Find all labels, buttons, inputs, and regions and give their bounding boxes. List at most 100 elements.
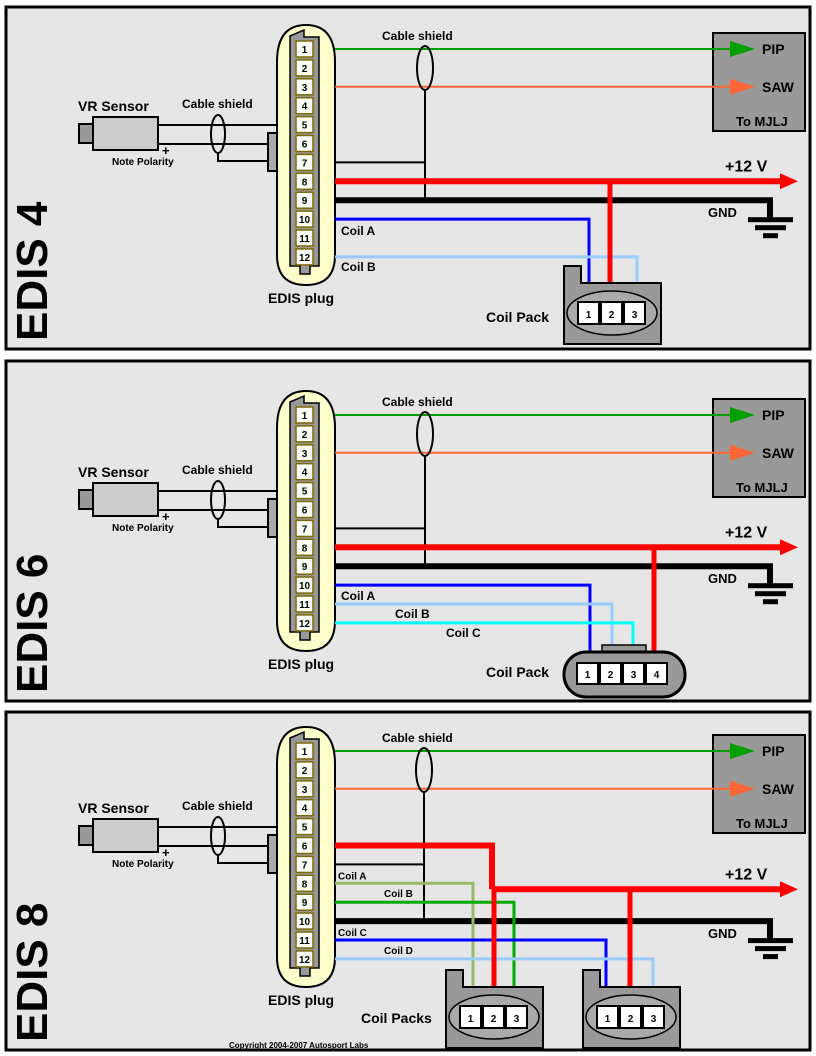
plug-pin-box	[295, 153, 314, 172]
note-polarity-label: Note Polarity	[112, 157, 174, 168]
coil-pin-number: 3	[651, 1014, 657, 1025]
coil-pack-label: Coil Pack	[486, 309, 549, 325]
coil-pin-number: 3	[514, 1014, 520, 1025]
coil-a-label: Coil A	[341, 589, 376, 603]
edis-plug-label: EDIS plug	[268, 290, 334, 306]
coil-pin-number: 1	[586, 310, 592, 321]
ground-symbol-icon	[763, 954, 778, 960]
saw-arrow-icon	[730, 444, 755, 461]
plug-pin-number: 7	[302, 158, 308, 169]
coil-a-wire	[335, 217, 591, 285]
plug-pin-box	[295, 406, 314, 424]
plug-pin-box	[295, 557, 314, 575]
plug-pin-number: 12	[299, 253, 311, 264]
plug-pin-number: 9	[302, 562, 308, 573]
plug-pin-number: 10	[299, 917, 311, 928]
plug-pin-box	[295, 96, 314, 115]
plug-pin-number: 3	[302, 449, 308, 460]
ground-symbol-icon	[763, 599, 778, 605]
plug-pin-number: 11	[299, 600, 310, 611]
coil-pin-box	[645, 662, 668, 685]
plug-pin-number: 9	[302, 196, 308, 207]
note-polarity-label: Note Polarity	[112, 859, 174, 870]
polarity-plus: +	[162, 845, 170, 860]
plug-pin-box	[295, 59, 314, 77]
plug-pin-number: 5	[302, 487, 308, 498]
coil-pin-number: 2	[609, 310, 615, 321]
coil-pin-box	[599, 662, 622, 685]
coil-pin-box	[577, 301, 600, 325]
plug-pin-box	[295, 538, 314, 557]
ground-symbol-icon	[755, 591, 786, 597]
pip-arrow-icon	[730, 41, 755, 57]
plug-pin-number: 1	[302, 747, 308, 758]
plug-pin-number: 8	[302, 177, 308, 188]
plus12v-label: +12 V	[725, 524, 768, 541]
vr-sensor-body	[92, 818, 159, 853]
plug-pin-box	[295, 134, 314, 153]
ground-symbol-icon	[748, 938, 793, 944]
plug-pin-box	[295, 191, 314, 209]
plug-pin-number: 6	[302, 140, 308, 151]
coil-pin-box	[596, 1005, 619, 1029]
cable-shield-label-vr: Cable shield	[182, 799, 253, 813]
ground-symbol-icon	[763, 233, 778, 239]
plug-pin-number: 5	[302, 823, 308, 834]
saw-arrow-icon	[730, 780, 755, 797]
shield-drain-wire	[217, 153, 270, 162]
plug-pin-box	[295, 950, 314, 968]
saw-arrow-icon	[730, 78, 755, 95]
coil-c-label: Coil C	[338, 928, 367, 939]
cable-shield-label-vr: Cable shield	[182, 463, 253, 477]
plug-pin-number: 11	[299, 234, 310, 245]
plug-pin-number: 7	[302, 860, 308, 871]
plug-pin-box	[295, 855, 314, 874]
coil-pin-number: 2	[608, 670, 614, 681]
coil-a-wire	[335, 583, 592, 656]
plug-pin-number: 8	[302, 879, 308, 890]
plug-pin-number: 1	[302, 45, 308, 56]
plug-pin-number: 6	[302, 842, 308, 853]
plug-pin-number: 6	[302, 506, 308, 517]
plug-pin-number: 7	[302, 524, 308, 535]
plug-clip	[267, 834, 278, 874]
coil-a-label: Coil A	[338, 871, 367, 882]
plug-pin-box	[295, 248, 314, 266]
plug-pin-box	[295, 500, 314, 519]
coil-b-wire	[335, 255, 639, 285]
vr-sensor-label: VR Sensor	[78, 800, 149, 816]
coil-c-wire	[335, 938, 608, 989]
power-arrow-icon	[780, 539, 798, 556]
coil-a-wire	[335, 881, 475, 989]
plug-pin-number: 2	[302, 766, 308, 777]
to-mjlj-label: To MJLJ	[736, 114, 788, 129]
plug-pin-box	[295, 519, 314, 538]
to-mjlj-label: To MJLJ	[736, 480, 788, 495]
ground-symbol-icon	[755, 946, 786, 952]
coil-c-label: Coil C	[446, 626, 481, 640]
plug-pin-number: 2	[302, 430, 308, 441]
plug-pin-number: 8	[302, 543, 308, 554]
plug-pin-box	[295, 874, 314, 893]
coil-pin-number: 1	[585, 670, 591, 681]
plug-pin-number: 12	[299, 955, 311, 966]
coil-pin-number: 1	[468, 1014, 474, 1025]
gnd-wire	[335, 197, 773, 219]
copyright-text: Copyright 2004-2007 Autosport Labs	[229, 1041, 369, 1050]
plug-pin-box	[295, 210, 314, 228]
panel-title: EDIS 6	[8, 554, 57, 693]
shield-drain-wire	[217, 855, 270, 864]
saw-label: SAW	[762, 781, 795, 797]
plug-pin-box	[295, 462, 314, 481]
vr-sensor-tip	[78, 825, 94, 846]
gnd-wire	[335, 918, 773, 940]
plug-pin-box	[295, 742, 314, 760]
pip-arrow-icon	[730, 407, 755, 423]
plug-pin-box	[295, 798, 314, 817]
power-arrow-icon	[780, 881, 798, 898]
